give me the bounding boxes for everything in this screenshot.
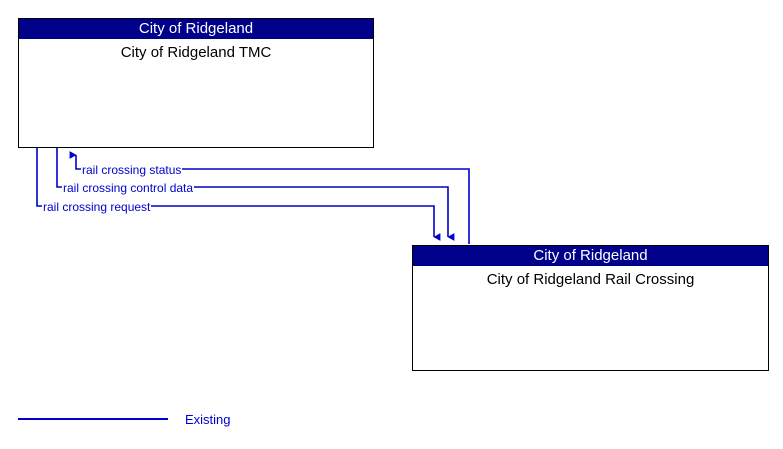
flow-connector-rail-crossing-request xyxy=(36,148,441,241)
node-stakeholder-header: City of Ridgeland xyxy=(413,246,768,266)
node-name-label: City of Ridgeland TMC xyxy=(120,44,272,61)
flow-label-rail-crossing-status: rail crossing status xyxy=(81,163,183,177)
flow-connector-rail-crossing-status xyxy=(69,151,470,244)
legend-label-existing: Existing xyxy=(185,412,231,427)
flow-label-rail-crossing-control-data: rail crossing control data xyxy=(62,181,195,195)
flow-connector-rail-crossing-control-data xyxy=(56,148,455,241)
node-stakeholder-header: City of Ridgeland xyxy=(19,19,373,39)
node-city-of-ridgeland-rail-crossing[interactable]: City of Ridgeland City of Ridgeland Rail… xyxy=(412,245,769,371)
legend-line-existing xyxy=(18,418,168,420)
node-name-label: City of Ridgeland Rail Crossing xyxy=(486,271,695,288)
legend: Existing xyxy=(18,411,278,429)
flow-label-rail-crossing-request: rail crossing request xyxy=(42,200,152,214)
node-city-of-ridgeland-tmc[interactable]: City of Ridgeland City of Ridgeland TMC xyxy=(18,18,374,148)
